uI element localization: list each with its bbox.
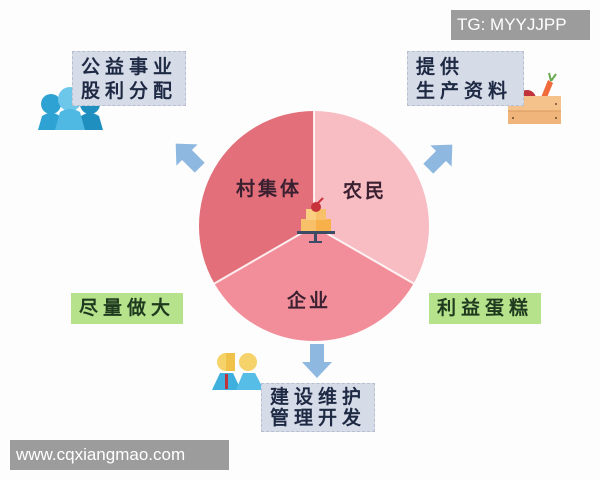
box-line-2: 股利分配 (81, 80, 178, 102)
watermark-tg: TG: MYYJJPP (451, 10, 590, 40)
box-line-1: 提供 (416, 56, 465, 78)
box-line-1: 建设维护 (270, 386, 367, 408)
slice-label-enterprise: 企业 (287, 290, 332, 312)
slice-farmers (314, 111, 430, 284)
slice-village-collective (198, 110, 314, 284)
business-people-icon (212, 353, 264, 390)
box-public-welfare-dividend: 公益事业 股利分配 (72, 51, 186, 106)
cake-icon (297, 197, 335, 243)
box-construction-management: 建设维护 管理开发 (261, 383, 375, 432)
box-line-1: 公益事业 (81, 56, 178, 78)
box-production-materials: 提供 生产资料 (407, 51, 524, 106)
arrow-down-icon (302, 344, 332, 378)
watermark-url: www.cqxiangmao.com (10, 440, 229, 470)
arrow-up-left-icon (175, 143, 205, 173)
slice-label-village-collective: 村集体 (236, 178, 303, 200)
label-benefit-cake: 利益蛋糕 (429, 293, 541, 324)
slice-label-farmers: 农民 (343, 180, 388, 202)
box-line-2: 生产资料 (416, 80, 513, 102)
arrow-up-right-icon (423, 144, 453, 174)
label-make-it-bigger: 尽量做大 (71, 293, 183, 324)
box-line-2: 管理开发 (270, 407, 367, 429)
